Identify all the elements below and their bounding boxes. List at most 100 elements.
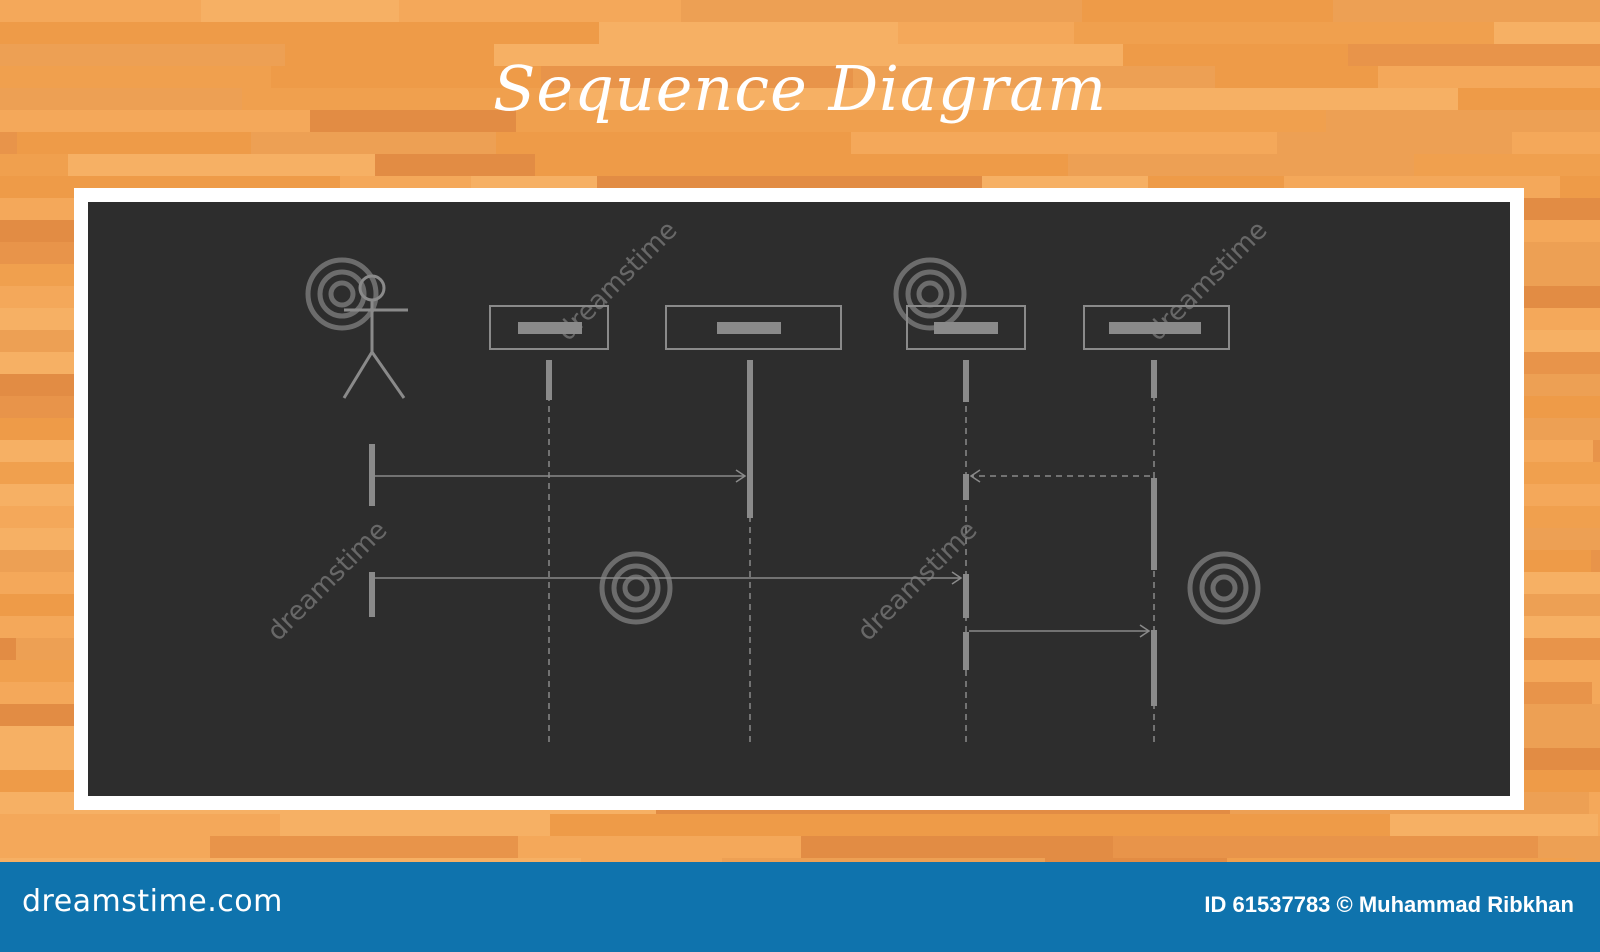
- wood-plank: [0, 0, 201, 22]
- activation-bar: [963, 574, 969, 618]
- wood-plank: [569, 88, 792, 110]
- watermark-swirl-icon: [305, 257, 379, 331]
- wood-plank: [0, 110, 310, 132]
- footer-bar: dreamstime.com ID 61537783 © Muhammad Ri…: [0, 862, 1600, 952]
- wood-plank: [1227, 858, 1575, 862]
- actor-left-leg: [342, 351, 374, 399]
- wood-plank: [851, 132, 1277, 154]
- activation-bar: [963, 632, 969, 670]
- wood-plank: [210, 836, 518, 858]
- wood-plank: [898, 22, 1074, 44]
- activation-bar: [963, 360, 969, 402]
- wood-plank: [1560, 176, 1600, 198]
- wood-plank: [1414, 154, 1600, 176]
- wood-plank: [1494, 22, 1600, 44]
- wood-plank: [0, 154, 68, 176]
- wood-plank: [1575, 858, 1600, 862]
- wood-plank: [251, 132, 496, 154]
- wood-plank: [201, 0, 399, 22]
- wood-plank: [264, 22, 599, 44]
- watermark-swirl-icon: [893, 257, 967, 331]
- wood-plank: [1113, 836, 1538, 858]
- wood-plank: [1512, 132, 1600, 154]
- participant-box-4: [1083, 305, 1230, 350]
- wood-plank: [1591, 550, 1600, 572]
- wood-plank: [1277, 132, 1512, 154]
- wood-plank: [1573, 352, 1600, 374]
- message-arrow-2: [969, 469, 1150, 483]
- wood-plank: [1592, 682, 1600, 704]
- activation-bar: [369, 444, 375, 506]
- wood-plank: [68, 154, 375, 176]
- wood-plank: [382, 858, 581, 862]
- participant-label-placeholder: [934, 322, 998, 334]
- wood-plank: [1068, 154, 1414, 176]
- wood-plank: [516, 110, 910, 132]
- wood-plank: [285, 44, 494, 66]
- wood-plank: [375, 154, 535, 176]
- wood-plank: [242, 88, 569, 110]
- wood-plank: [1598, 814, 1600, 836]
- wood-plank: [0, 44, 285, 66]
- wood-plank: [681, 0, 1082, 22]
- wood-plank: [1082, 0, 1333, 22]
- activation-bar: [1151, 630, 1157, 706]
- wood-plank: [1045, 858, 1227, 862]
- wood-plank: [1538, 836, 1600, 858]
- wood-plank: [0, 66, 75, 88]
- wood-plank: [0, 286, 95, 308]
- wood-plank: [39, 836, 210, 858]
- wood-plank: [535, 154, 941, 176]
- wood-plank: [1458, 88, 1600, 110]
- wood-plank: [541, 66, 853, 88]
- wood-plank: [550, 814, 791, 836]
- wood-plank: [801, 836, 1113, 858]
- wood-plank: [791, 814, 1026, 836]
- wood-plank: [75, 66, 271, 88]
- wood-plank: [722, 858, 1045, 862]
- wood-plank: [518, 836, 801, 858]
- activation-bar: [546, 360, 552, 400]
- participant-label-placeholder: [1109, 322, 1201, 334]
- wood-plank: [0, 88, 242, 110]
- wood-plank: [496, 132, 851, 154]
- activation-bar: [963, 474, 969, 500]
- wood-plank: [280, 814, 550, 836]
- wood-plank: [1074, 22, 1494, 44]
- wood-plank: [1123, 44, 1348, 66]
- message-arrow-1: [375, 469, 747, 483]
- message-arrow-4: [969, 624, 1151, 638]
- participant-label-placeholder: [518, 322, 582, 334]
- activation-bar: [747, 360, 753, 518]
- wood-plank: [0, 638, 16, 660]
- message-arrow-3: [375, 571, 963, 585]
- watermark-swirl-icon: [599, 551, 673, 625]
- activation-bar: [369, 572, 375, 617]
- wood-plank: [0, 132, 17, 154]
- wood-plank: [310, 110, 516, 132]
- participant-box-1: [489, 305, 609, 350]
- wood-plank: [1215, 66, 1378, 88]
- wood-plank: [853, 66, 1215, 88]
- wood-plank: [1026, 814, 1223, 836]
- activation-bar: [1151, 478, 1157, 570]
- wood-plank: [1390, 814, 1598, 836]
- wood-plank: [1326, 110, 1600, 132]
- wood-plank: [1223, 814, 1390, 836]
- wood-plank: [0, 814, 280, 836]
- wood-plank: [1378, 66, 1600, 88]
- watermark-swirl-icon: [1187, 551, 1261, 625]
- actor-right-leg: [370, 351, 406, 399]
- participant-box-3: [906, 305, 1026, 350]
- wood-plank: [910, 110, 1326, 132]
- footer-logo[interactable]: dreamstime.com: [22, 884, 283, 919]
- wood-plank: [0, 836, 39, 858]
- wood-plank: [599, 22, 898, 44]
- activation-bar: [1151, 360, 1157, 398]
- participant-label-placeholder: [717, 322, 781, 334]
- wood-plank: [399, 0, 681, 22]
- wood-plank: [1070, 88, 1458, 110]
